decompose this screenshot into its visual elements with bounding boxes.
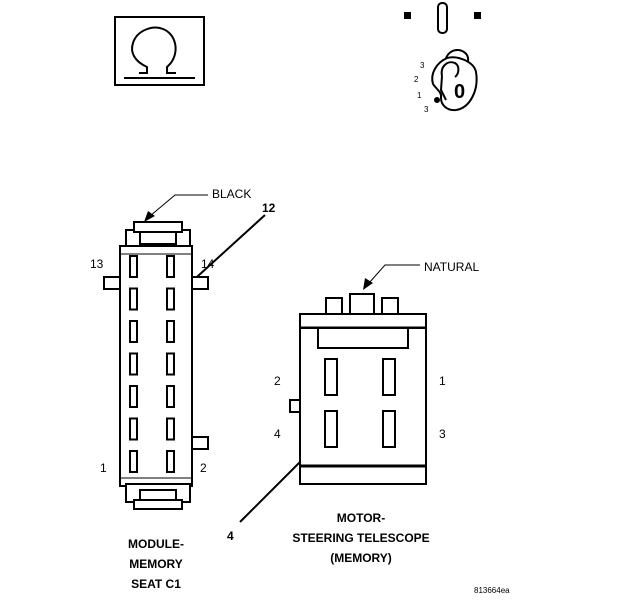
c1-cavity-r1-c2: [166, 255, 175, 278]
ohm-symbol-icon: [114, 16, 205, 86]
motor-cavity-r2-c1: [324, 410, 338, 448]
leader-natural: [363, 264, 420, 290]
connector-c1-name-line-1: MODULE-: [128, 537, 184, 551]
label-pin-1-c1: 1: [100, 461, 107, 475]
ignition-pos-1: 1: [417, 91, 422, 100]
c1-cavity-r2-c1: [129, 287, 138, 311]
motor-cavity-r1-c1: [324, 358, 338, 396]
label-pin-4-arrow: 4: [227, 529, 234, 543]
c1-cavity-r1-c1: [129, 255, 138, 278]
leader-black: [144, 194, 208, 222]
figure-id: 813664ea: [474, 586, 510, 595]
c1-cavity-r6-c2: [166, 417, 175, 441]
connector-c1-name-line-3: SEAT C1: [131, 577, 181, 591]
c1-cavity-r4-c1: [129, 352, 138, 376]
c1-cavity-r3-c2: [166, 320, 175, 343]
label-pin-12: 12: [262, 201, 276, 215]
label-pin-14: 14: [201, 257, 215, 271]
c1-cavity-r3-c1: [129, 320, 138, 343]
c1-cavity-r5-c2: [166, 385, 175, 408]
c1-cavity-r2-c2: [166, 287, 175, 311]
label-black: BLACK: [212, 187, 252, 201]
connector-motor-name-line-1: MOTOR-: [336, 511, 386, 525]
ignition-key-text: 0: [454, 81, 466, 103]
connector-motor: [289, 293, 427, 485]
ignition-pos-3-bottom: 3: [424, 105, 429, 114]
c1-cavity-r7-c2: [166, 450, 175, 473]
ignition-pos-2: 2: [414, 75, 419, 84]
motor-cavity-r1-c2: [382, 358, 396, 396]
c1-cavity-r7-c1: [129, 450, 138, 473]
ignition-key-icon: [404, 2, 481, 112]
label-pin-13: 13: [90, 257, 104, 271]
motor-cavity-r2-c2: [382, 410, 396, 448]
label-pin-1-motor: 1: [439, 374, 446, 388]
ignition-pos-3-top: 3: [420, 61, 425, 70]
label-pin-2-motor: 2: [274, 374, 281, 388]
label-pin-3-motor: 3: [439, 427, 446, 441]
connector-c1-name-line-2: MEMORY: [129, 557, 183, 571]
c1-cavity-r6-c1: [129, 417, 138, 441]
label-pin-4-motor: 4: [274, 427, 281, 441]
connector-motor-name: MOTOR- STEERING TELESCOPE (MEMORY): [276, 508, 446, 568]
connector-c1: [103, 221, 209, 510]
connector-c1-name: MODULE- MEMORY SEAT C1: [96, 534, 216, 594]
connector-motor-name-line-2: STEERING TELESCOPE: [292, 531, 430, 545]
c1-cavity-r5-c1: [129, 385, 138, 408]
label-pin-2-c1: 2: [200, 461, 207, 475]
connector-motor-name-line-3: (MEMORY): [330, 551, 392, 565]
label-natural: NATURAL: [424, 260, 480, 274]
c1-cavity-r4-c2: [166, 352, 175, 376]
